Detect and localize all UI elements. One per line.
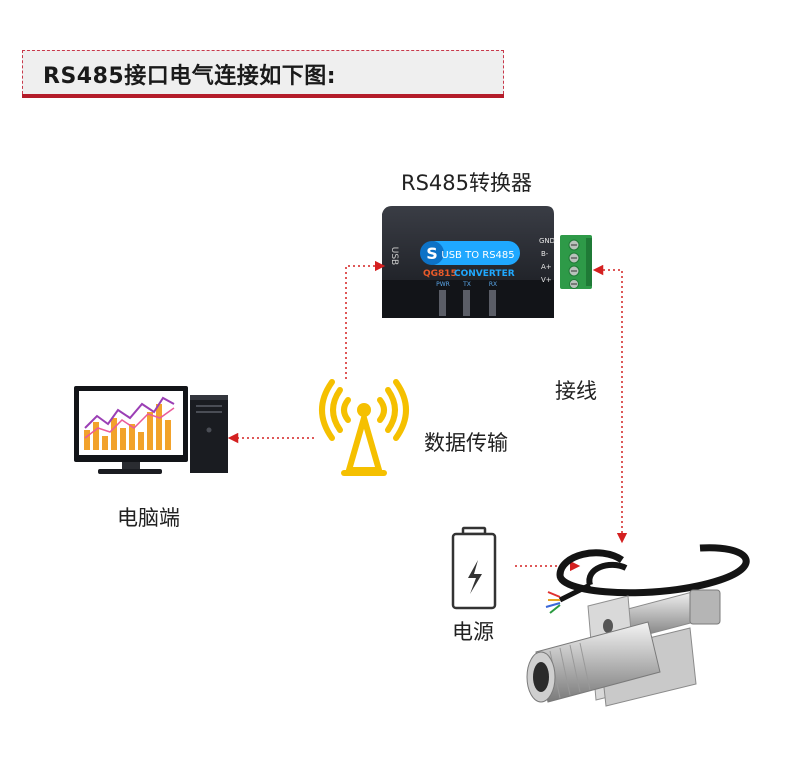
badge-text: USB TO RS485 — [441, 250, 514, 261]
monitor-chart — [84, 396, 175, 450]
led-windows — [439, 290, 496, 316]
logo-icon: S — [426, 244, 438, 263]
type-text: CONVERTER — [454, 269, 515, 279]
power-label: 电源 — [452, 620, 494, 644]
led-label-pwr: PWR — [436, 281, 450, 288]
model-text: QG815 — [423, 269, 457, 279]
terminal-labels: GND B- A+ V+ — [539, 237, 555, 284]
page-title: RS485接口电气连接如下图: — [43, 64, 337, 89]
led-label-rx: RX — [489, 281, 497, 288]
antenna-icon — [319, 379, 409, 476]
led-label-tx: TX — [462, 281, 471, 288]
data-transmission-label: 数据传输 — [424, 431, 508, 455]
computer-label: 电脑端 — [117, 506, 180, 530]
wiring-line — [592, 264, 628, 544]
terminal-block — [560, 235, 592, 289]
battery-icon — [451, 526, 497, 610]
led-labels: PWR TX RX — [436, 281, 497, 288]
terminal-a: A+ — [541, 263, 552, 271]
pc-tower — [190, 395, 228, 473]
converter-title: RS485转换器 — [401, 171, 533, 195]
terminal-v: V+ — [541, 276, 552, 284]
header-box — [22, 50, 504, 94]
sensor-icon — [526, 544, 750, 707]
rs485-converter: S USB TO RS485 QG815 CONVERTER USB PWR T… — [382, 206, 592, 318]
usb-to-antenna-line — [345, 260, 386, 382]
header-underline — [22, 94, 504, 98]
terminal-b: B- — [541, 250, 549, 258]
terminal-gnd: GND — [539, 237, 555, 245]
badge-pill: S USB TO RS485 — [420, 241, 520, 265]
usb-port-label: USB — [389, 247, 399, 265]
computer-icon — [74, 386, 228, 474]
wiring-label: 接线 — [555, 379, 597, 403]
